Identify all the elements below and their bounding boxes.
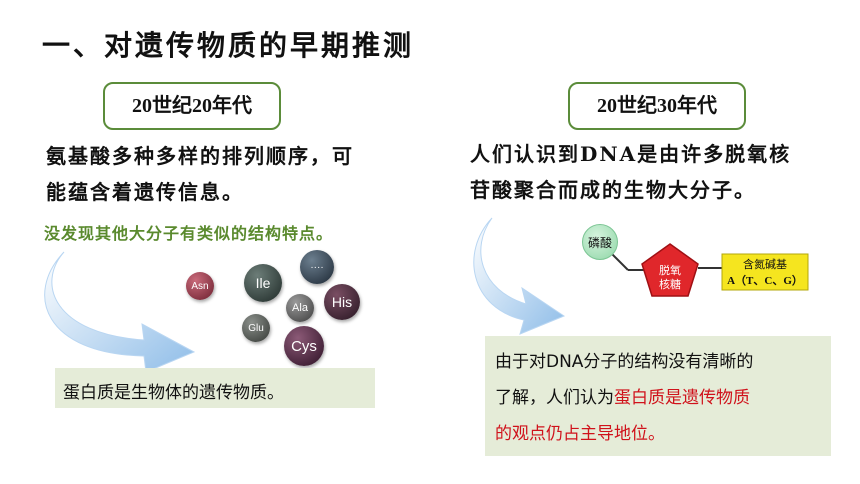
amino-acid-asn: Asn [186, 272, 214, 300]
right-conclusion-line2-plain: 了解，人们认为 [495, 388, 614, 408]
right-conclusion-line2: 了解，人们认为蛋白质是遗传物质 [495, 380, 831, 416]
right-statement: 人们认识到DNA是由许多脱氧核 苷酸聚合而成的生物大分子。 [470, 136, 850, 208]
left-statement-line1: 氨基酸多种多样的排列顺序，可 [46, 144, 354, 168]
era-label-1930s: 20世纪30年代 [568, 82, 746, 130]
amino-acid-glu: Glu [242, 314, 270, 342]
amino-acid-his: His [324, 284, 360, 320]
curved-arrow-left-icon [44, 251, 196, 373]
deoxyribose-pentagon-icon [641, 243, 699, 297]
nitrogen-base-types: A（T、C、G） [727, 275, 803, 287]
curved-arrow-right-icon [473, 217, 566, 335]
right-conclusion-line2-highlight: 蛋白质是遗传物质 [614, 388, 750, 408]
nitrogen-base-label: 含氮碱基 A（T、C、G） [722, 256, 808, 288]
amino-acid-cys: Cys [284, 326, 324, 366]
nitrogen-base-title: 含氮碱基 [743, 258, 787, 271]
left-conclusion-text: 蛋白质是生物体的遗传物质。 [63, 383, 284, 403]
right-conclusion-line3: 的观点仍占主导地位。 [495, 424, 665, 444]
right-conclusion-box: 由于对DNA分子的结构没有清晰的 了解，人们认为蛋白质是遗传物质 的观点仍占主导… [485, 336, 831, 456]
deoxyribose-label: 脱氧 核糖 [659, 264, 681, 291]
nitrogen-base-rect [721, 253, 809, 291]
left-statement-line2: 能蕴含着遗传信息。 [46, 180, 244, 204]
phosphate-circle: 磷酸 [582, 224, 618, 260]
right-statement-line2: 苷酸聚合而成的生物大分子。 [470, 178, 756, 202]
left-conclusion-box: 蛋白质是生物体的遗传物质。 [55, 368, 375, 408]
left-statement: 氨基酸多种多样的排列顺序，可 能蕴含着遗传信息。 [46, 138, 426, 210]
page-title: 一、对遗传物质的早期推测 [42, 29, 415, 62]
era-label-1920s: 20世纪20年代 [103, 82, 281, 130]
right-statement-line1: 人们认识到DNA是由许多脱氧核 [470, 142, 792, 166]
right-conclusion-line1: 由于对DNA分子的结构没有清晰的 [495, 352, 754, 372]
amino-acid-ala: Ala [286, 294, 314, 322]
amino-acid-ile: Ile [244, 264, 282, 302]
green-note: 没发现其他大分子有类似的结构特点。 [44, 224, 334, 243]
nucleotide-diagram [607, 243, 809, 297]
amino-acid-more: ···· [300, 250, 334, 284]
